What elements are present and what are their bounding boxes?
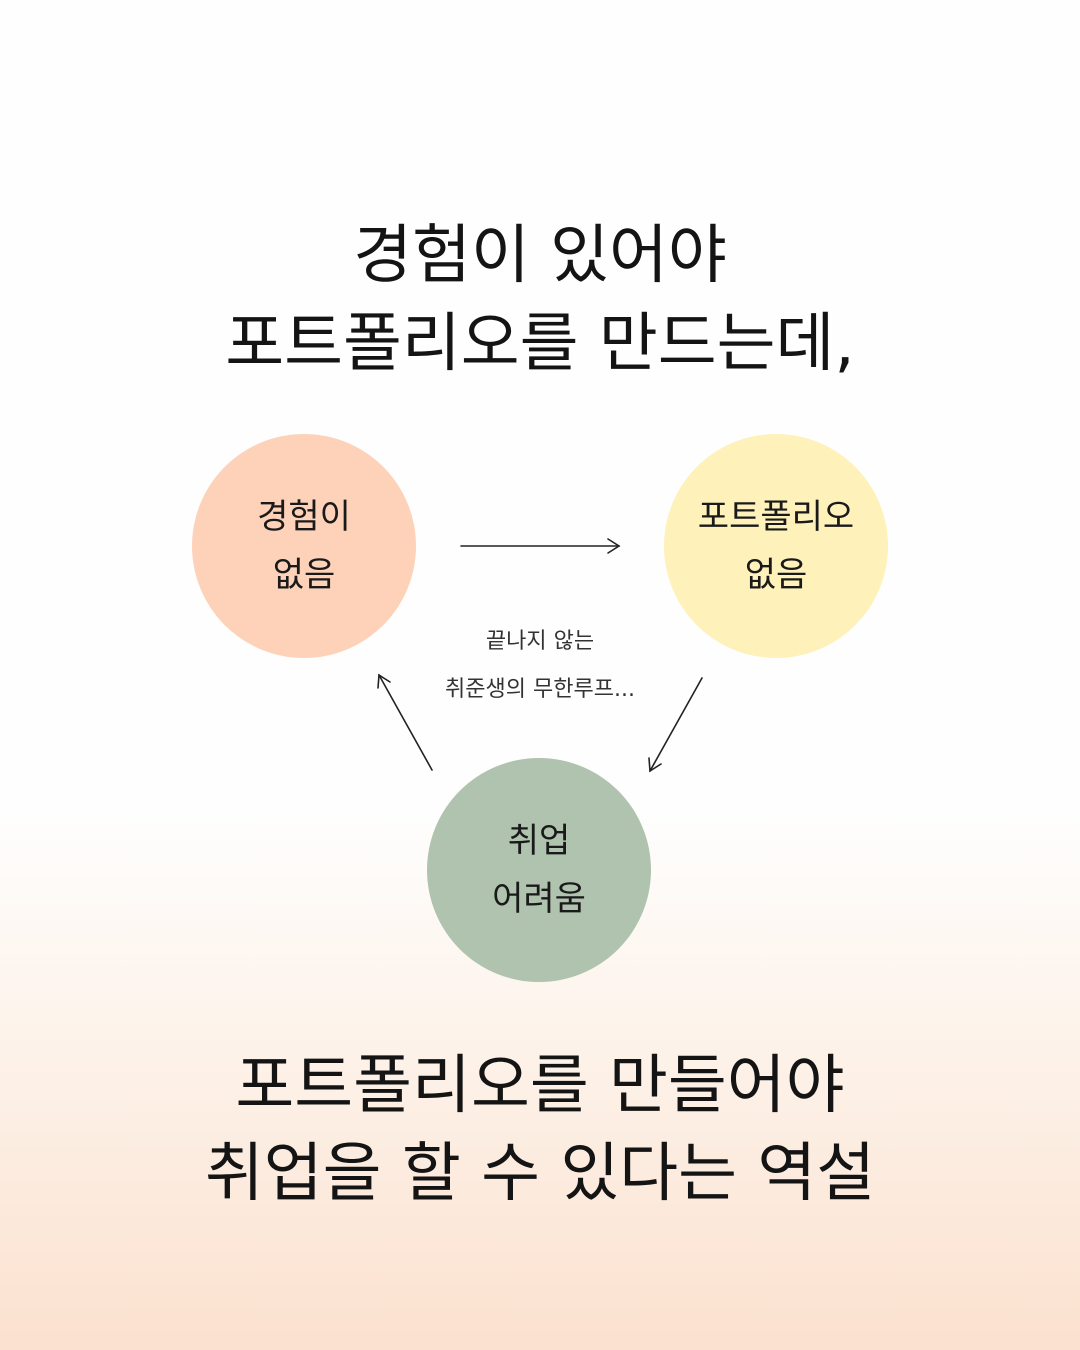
- node-hard-employment-line-1: 취업: [507, 821, 571, 861]
- node-no-experience-line-2: 없음: [272, 555, 336, 595]
- top-headline-line-1: 경험이 있어야: [353, 219, 727, 293]
- node-no-experience-line-1: 경험이: [257, 497, 351, 537]
- top-headline-line-2: 포트폴리오를 만드는데,: [225, 307, 855, 381]
- node-hard-employment: 취업 어려움: [427, 758, 651, 982]
- node-no-portfolio-line-1: 포트폴리오: [697, 497, 855, 537]
- bottom-headline-line-1: 포트폴리오를 만들어야: [235, 1049, 845, 1123]
- bottom-headline-line-2: 취업을 할 수 있다는 역설: [204, 1137, 876, 1211]
- loop-caption-line-1: 끝나지 않는: [485, 629, 595, 654]
- loop-caption-line-2: 취준생의 무한루프...: [445, 677, 635, 702]
- node-hard-employment-line-2: 어려움: [492, 879, 586, 919]
- arrow-portfolio-to-employment: [648, 677, 703, 773]
- top-headline: 경험이 있어야 포트폴리오를 만드는데,: [0, 212, 1080, 388]
- loop-caption: 끝나지 않는 취준생의 무한루프...: [0, 618, 1080, 714]
- arrow-employment-to-experience: [377, 673, 433, 771]
- node-no-experience: 경험이 없음: [192, 434, 416, 658]
- bottom-headline: 포트폴리오를 만들어야 취업을 할 수 있다는 역설: [0, 1042, 1080, 1218]
- arrow-experience-to-portfolio: [460, 538, 621, 554]
- node-no-portfolio-line-2: 없음: [744, 555, 808, 595]
- node-no-portfolio: 포트폴리오 없음: [664, 434, 888, 658]
